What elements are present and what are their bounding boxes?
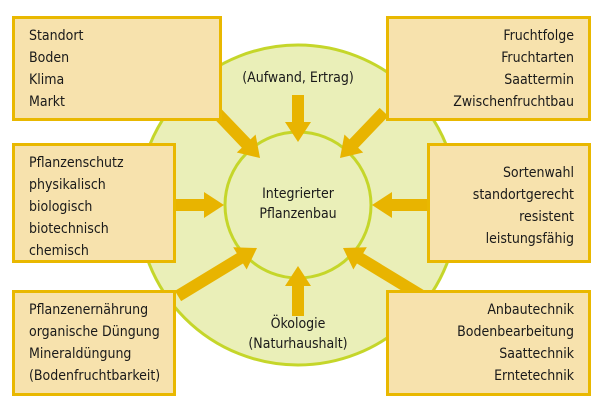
box-item: biotechnisch xyxy=(29,221,109,237)
box-title: Standort xyxy=(29,28,84,44)
arrow-icon xyxy=(176,192,224,218)
box-item: standortgerecht xyxy=(472,187,574,203)
center-line-1: Integrierter xyxy=(262,186,334,202)
box-item: Boden xyxy=(29,50,70,66)
box-item: organische Düngung xyxy=(29,324,160,340)
arrow-icon xyxy=(211,107,260,158)
box-item: resistent xyxy=(519,209,574,225)
bottom-line-1: Ökologie xyxy=(270,316,326,332)
box-title: Anbautechnik xyxy=(487,302,574,318)
box-anbautechnik: Anbautechnik Bodenbearbeitung Saattechni… xyxy=(386,290,591,396)
box-item: Markt xyxy=(29,94,65,110)
box-sortenwahl: Sortenwahl standortgerecht resistent lei… xyxy=(427,143,591,263)
box-fruchtfolge: Fruchtfolge Fruchtarten Saattermin Zwisc… xyxy=(386,16,591,121)
box-title: Fruchtfolge xyxy=(503,28,574,44)
box-pflanzenschutz: Pflanzenschutz physikalisch biologisch b… xyxy=(12,143,176,263)
box-item: Fruchtarten xyxy=(501,50,574,66)
arrow-icon xyxy=(372,192,427,218)
box-item: Bodenbearbeitung xyxy=(457,324,574,340)
box-title: Pflanzenernährung xyxy=(29,302,149,318)
arrow-icon xyxy=(174,247,257,302)
box-item: (Bodenfruchtbarkeit) xyxy=(29,368,161,384)
box-item: Mineraldüngung xyxy=(29,346,132,362)
center-line-2: Pflanzenbau xyxy=(259,206,337,222)
box-standort: Standort Boden Klima Markt xyxy=(12,16,222,121)
box-item: Zwischenfruchtbau xyxy=(453,94,574,110)
arrow-icon xyxy=(340,107,389,158)
box-item: Erntetechnik xyxy=(494,368,574,384)
box-item: leistungsfähig xyxy=(485,231,574,247)
bottom-line-2: (Naturhaushalt) xyxy=(248,336,348,352)
box-title: Sortenwahl xyxy=(502,165,574,181)
box-item: chemisch xyxy=(29,243,89,259)
bottom-label: Ökologie (Naturhaushalt) xyxy=(218,314,378,354)
box-pflanzenernaehrung: Pflanzenernährung organische Düngung Min… xyxy=(12,290,176,396)
box-item: physikalisch xyxy=(29,177,106,193)
box-title: Pflanzenschutz xyxy=(29,155,124,171)
top-label: (Aufwand, Ertrag) xyxy=(242,70,354,86)
box-item: Saattermin xyxy=(504,72,574,88)
center-label: Integrierter Pflanzenbau xyxy=(218,184,378,224)
box-item: Klima xyxy=(29,72,65,88)
box-item: biologisch xyxy=(29,199,93,215)
arrow-icon xyxy=(343,247,426,302)
box-item: Saattechnik xyxy=(499,346,574,362)
arrow-icon xyxy=(285,95,311,142)
arrow-icon xyxy=(285,266,311,316)
